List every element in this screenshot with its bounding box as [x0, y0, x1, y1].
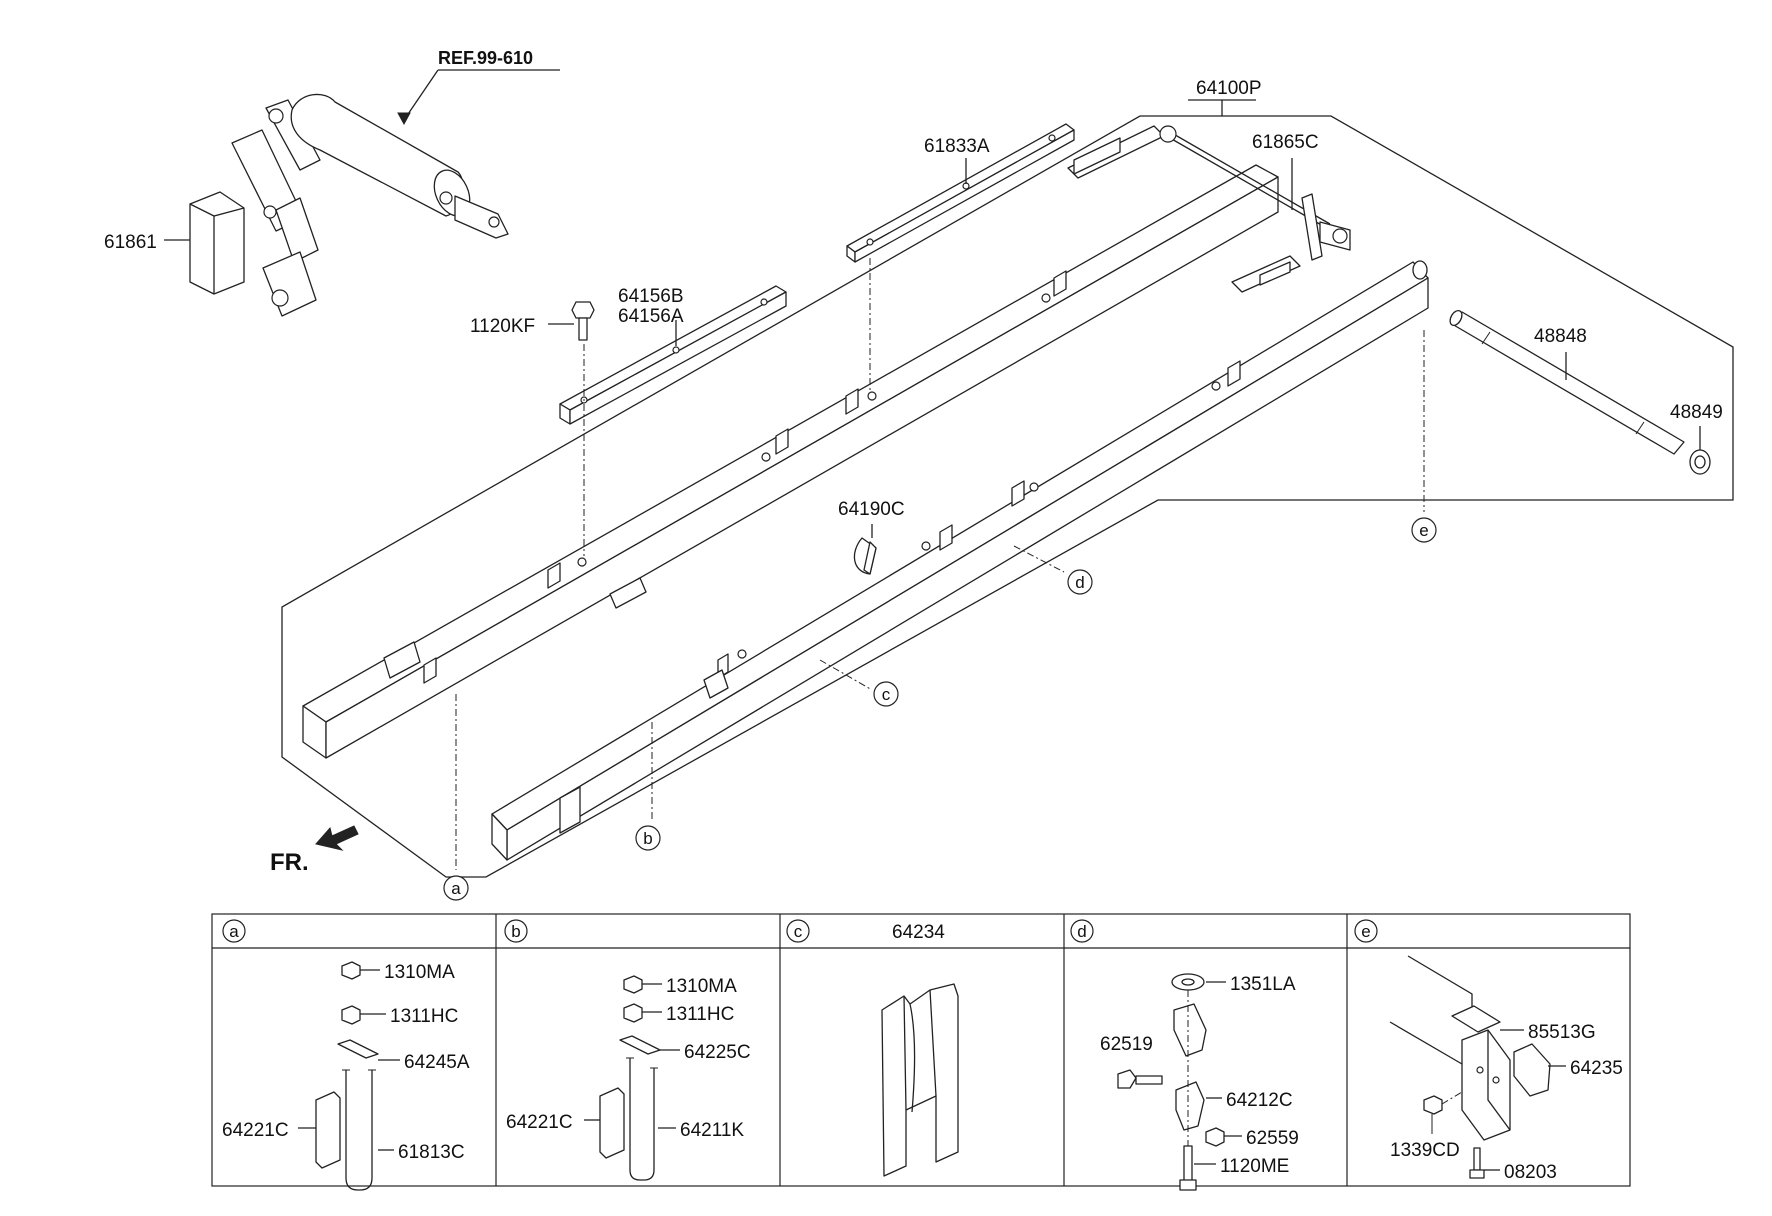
detail-d-1351LA: 1351LA	[1230, 974, 1296, 995]
label-61833A: 61833A	[924, 136, 990, 157]
callout-e-label: e	[1419, 521, 1428, 540]
label-ref-99-610: REF.99-610	[438, 48, 533, 68]
detail-b-64225C: 64225C	[684, 1042, 751, 1063]
detail-c-64234: 64234	[892, 922, 945, 943]
label-64190C: 64190C	[838, 499, 905, 520]
detail-b-1310MA: 1310MA	[666, 976, 737, 997]
detail-b: b 1310MA 1311HC 64225C 64211K 64221C	[504, 919, 751, 1181]
front-label: FR.	[270, 849, 309, 876]
detail-c-tag: c	[794, 922, 803, 941]
part-61861-pad	[189, 191, 245, 295]
callout-c	[873, 681, 899, 707]
label-64156A: 64156A	[618, 306, 684, 327]
actuator-assembly	[231, 93, 509, 317]
part-1120KF-bolt	[571, 301, 595, 341]
detail-d-64212C: 64212C	[1226, 1090, 1293, 1111]
detail-b-tag: b	[511, 922, 520, 941]
callout-b	[635, 825, 661, 851]
detail-a-61813C: 61813C	[398, 1142, 465, 1163]
label-64100P: 64100P	[1196, 78, 1262, 99]
detail-d-62559: 62559	[1246, 1128, 1299, 1149]
detail-a-1311HC: 1311HC	[390, 1006, 458, 1027]
label-61865C: 61865C	[1252, 132, 1319, 153]
assembly-outline-64100P	[281, 115, 1734, 878]
detail-c: c 64234	[786, 919, 959, 1177]
label-64156B: 64156B	[618, 286, 684, 307]
detail-d-tag: d	[1077, 922, 1086, 941]
detail-a: a 1310MA 1311HC 64245A 61813C 64221C	[222, 919, 470, 1191]
part-48848-shaft	[1449, 309, 1685, 455]
detail-b-1311HC: 1311HC	[666, 1004, 734, 1025]
detail-e-08203: 08203	[1504, 1162, 1557, 1183]
part-48849-collar	[1689, 449, 1711, 475]
callout-b-label: b	[643, 829, 652, 848]
detail-d-62519: 62519	[1100, 1034, 1153, 1055]
part-64156-shim	[559, 285, 787, 425]
detail-e-85513G: 85513G	[1528, 1022, 1596, 1043]
part-61833A-shim	[846, 123, 1075, 263]
part-61865C-crossmember	[1067, 125, 1351, 293]
label-48848: 48848	[1534, 326, 1587, 347]
part-64190C-plug	[853, 537, 877, 575]
label-1120KF: 1120KF	[470, 316, 535, 337]
label-48849: 48849	[1670, 402, 1723, 423]
detail-a-64245A: 64245A	[404, 1052, 470, 1073]
label-61861: 61861	[104, 232, 157, 253]
callout-a-label: a	[451, 879, 461, 898]
detail-table	[211, 913, 1631, 1187]
frame-rail-left	[302, 164, 1279, 759]
detail-a-64221C: 64221C	[222, 1120, 289, 1141]
detail-b-64211K: 64211K	[680, 1120, 744, 1141]
callout-d-label: d	[1075, 573, 1084, 592]
callout-a	[443, 875, 469, 901]
detail-e-tag: e	[1361, 922, 1370, 941]
detail-a-1310MA: 1310MA	[384, 962, 455, 983]
callout-d	[1067, 569, 1093, 595]
callout-c-label: c	[882, 685, 891, 704]
callout-e	[1411, 517, 1437, 543]
detail-e-64235: 64235	[1570, 1058, 1623, 1079]
detail-e-1339CD: 1339CD	[1390, 1140, 1460, 1161]
detail-e: e 85513G 64235 1339CD 08203	[1354, 919, 1623, 1183]
frame-rail-right	[491, 260, 1429, 861]
detail-d: d 1351LA 62519 64212C 62559 1120ME	[1070, 919, 1299, 1191]
front-direction-arrow	[315, 825, 359, 851]
detail-d-1120ME: 1120ME	[1220, 1156, 1289, 1177]
detail-b-64221C: 64221C	[506, 1112, 573, 1133]
detail-a-tag: a	[229, 922, 239, 941]
